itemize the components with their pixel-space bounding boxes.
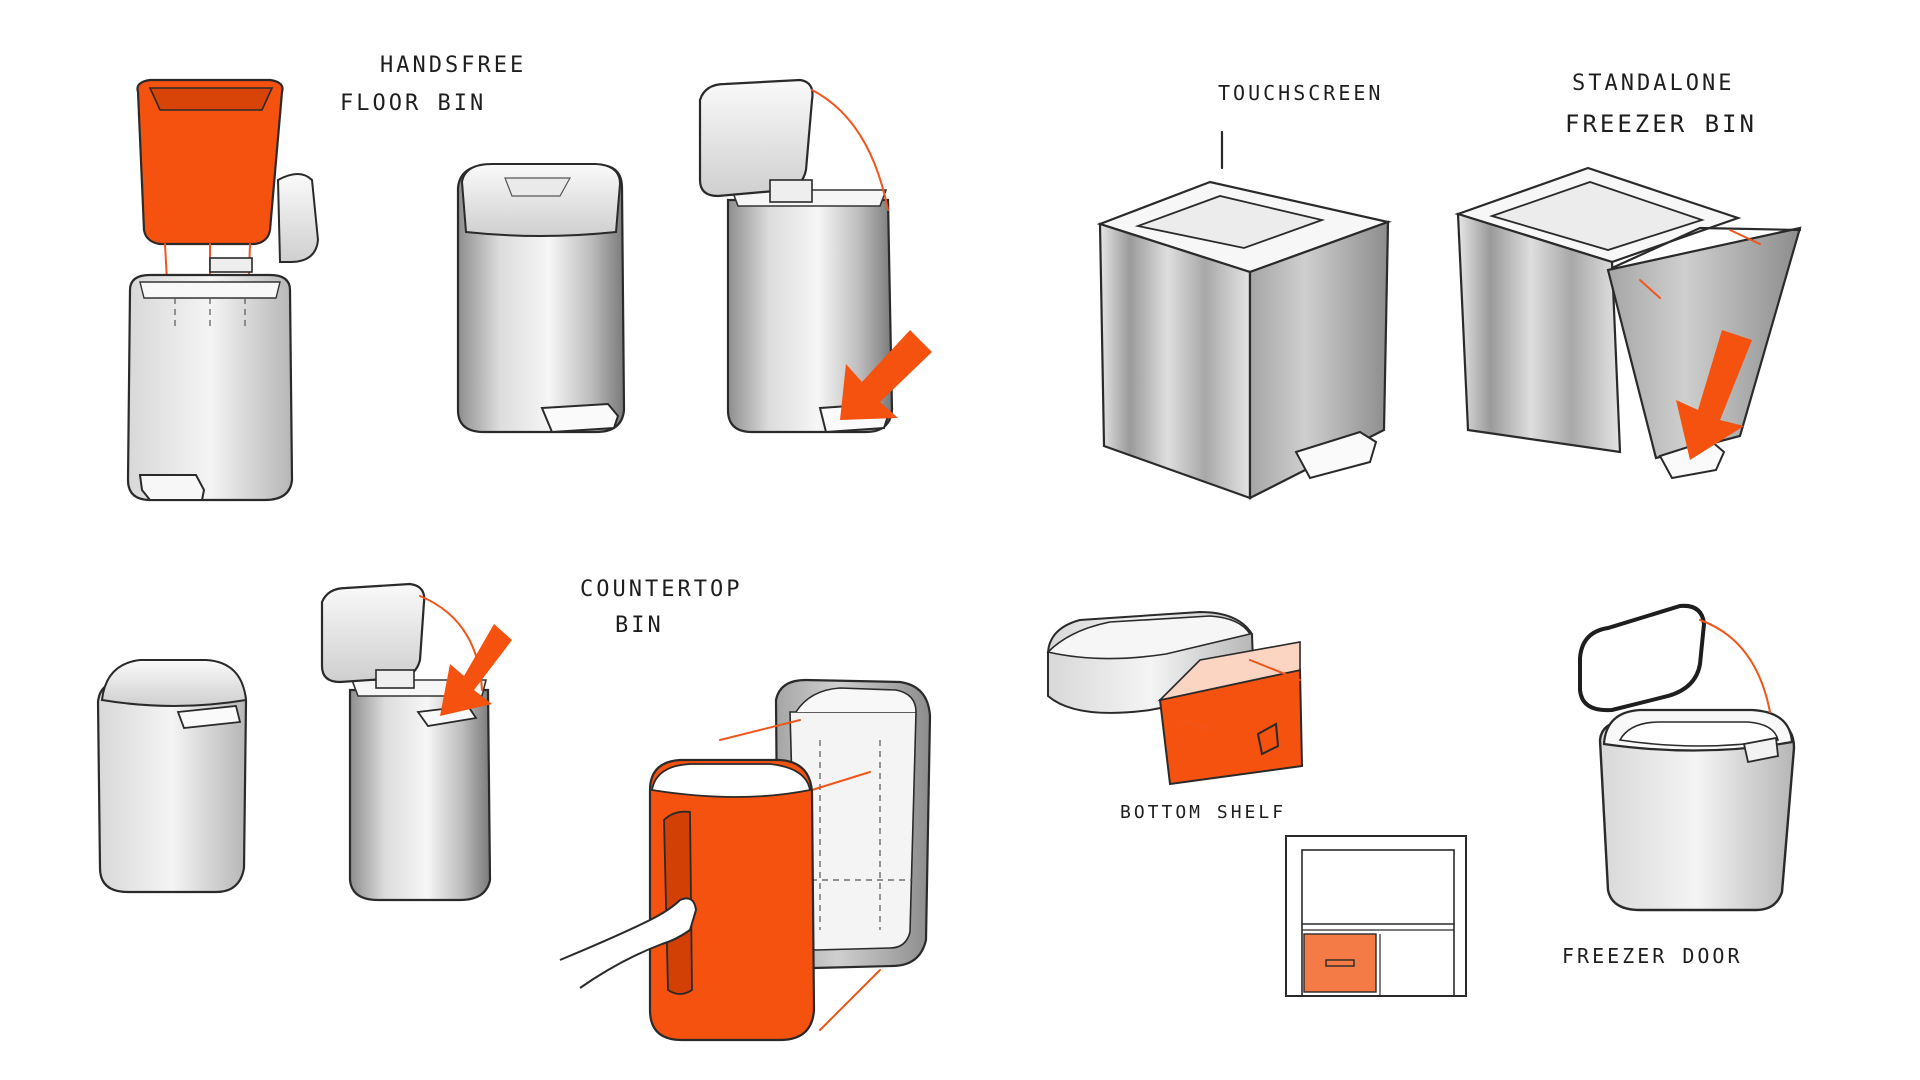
label-freezer-door: FREEZER DOOR <box>1562 944 1743 968</box>
label-bottom-shelf: BOTTOM SHELF <box>1120 802 1286 823</box>
sketch-freezer-door-bin <box>1578 603 1796 912</box>
label-touchscreen: TOUCHSCREEN <box>1218 81 1383 105</box>
sketch-floor-bin-closed <box>456 163 626 434</box>
sketch-countertop-closed <box>96 659 248 894</box>
label-standalone: STANDALONE <box>1572 71 1734 96</box>
sketch-countertop-liner <box>559 678 932 1042</box>
label-countertop: COUNTERTOP <box>580 577 742 602</box>
sketch-countertop-open <box>320 582 512 902</box>
label-countertop-bin: BIN <box>615 613 664 638</box>
label-freezer-bin: FREEZER BIN <box>1565 110 1757 138</box>
sketch-floor-bin-open <box>698 78 932 434</box>
sketch-touchscreen-bin <box>1096 130 1392 500</box>
sketch-bottom-shelf <box>1046 610 1304 786</box>
sketch-fridge-elevation <box>1285 835 1467 997</box>
label-floor-bin: FLOOR BIN <box>340 91 486 116</box>
sketch-floor-bin-exploded <box>126 78 320 502</box>
label-handsfree: HANDSFREE <box>380 53 526 78</box>
sketch-standalone-freezer-bin <box>1454 166 1802 480</box>
